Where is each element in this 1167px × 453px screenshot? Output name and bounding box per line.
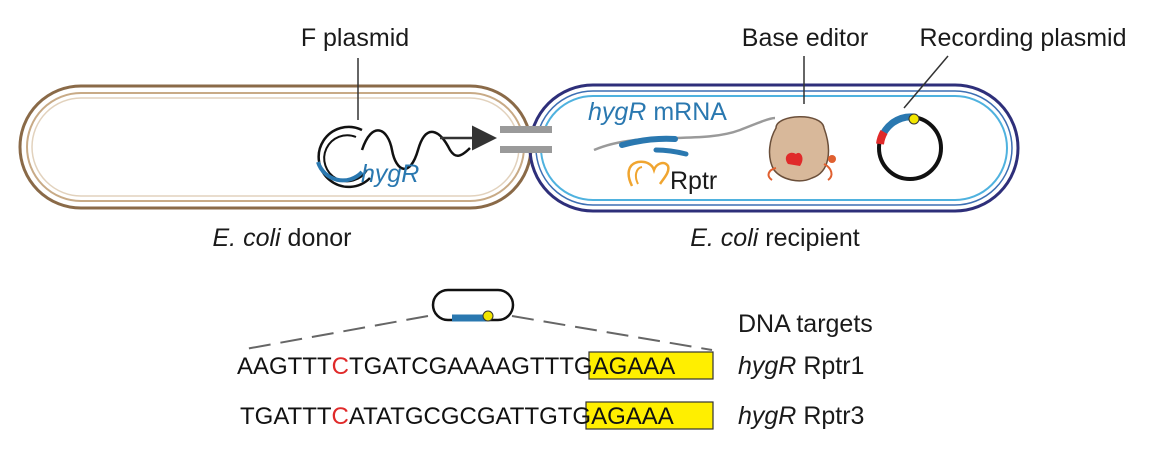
mating-pore — [500, 126, 552, 153]
rptr-label: Rptr — [670, 167, 717, 195]
rptr-rna — [627, 160, 670, 187]
sequence-row-2: TGATTTCATATGCGCGATTGTGAGAAA hygR Rptr3 — [240, 401, 864, 430]
f-plasmid — [316, 125, 497, 189]
hygr-gene-label: hygR — [361, 160, 419, 188]
sequence-1: AAGTTTCTGATCGAAAAGTTTGAGAAA — [237, 353, 675, 380]
donor-cell — [18, 84, 533, 210]
recording-plasmid-label: Recording plasmid — [919, 24, 1126, 52]
hygr-mrna-label: hygR mRNA — [588, 98, 727, 126]
donor-label: E. coli donor — [213, 224, 352, 252]
dna-targets-label: DNA targets — [738, 310, 873, 338]
hygr-mrna — [593, 116, 776, 157]
recipient-label: E. coli recipient — [690, 224, 860, 252]
sequence-row-1: AAGTTTCTGATCGAAAAGTTTGAGAAA hygR Rptr1 — [237, 351, 864, 380]
f-plasmid-label: F plasmid — [301, 24, 409, 52]
recording-plasmid-leader — [903, 55, 949, 109]
pam-highlight-2 — [585, 401, 714, 430]
sequence-2: TGATTTCATATGCGCGATTGTGAGAAA — [240, 403, 674, 430]
base-editor-label: Base editor — [742, 24, 868, 52]
base-editor — [767, 116, 836, 182]
sequence-1-name: hygR Rptr1 — [738, 352, 864, 380]
pam-highlight-1 — [588, 351, 714, 380]
sequence-2-name: hygR Rptr3 — [738, 402, 864, 430]
small-plasmid-schematic — [239, 288, 713, 351]
recording-plasmid — [876, 113, 943, 181]
